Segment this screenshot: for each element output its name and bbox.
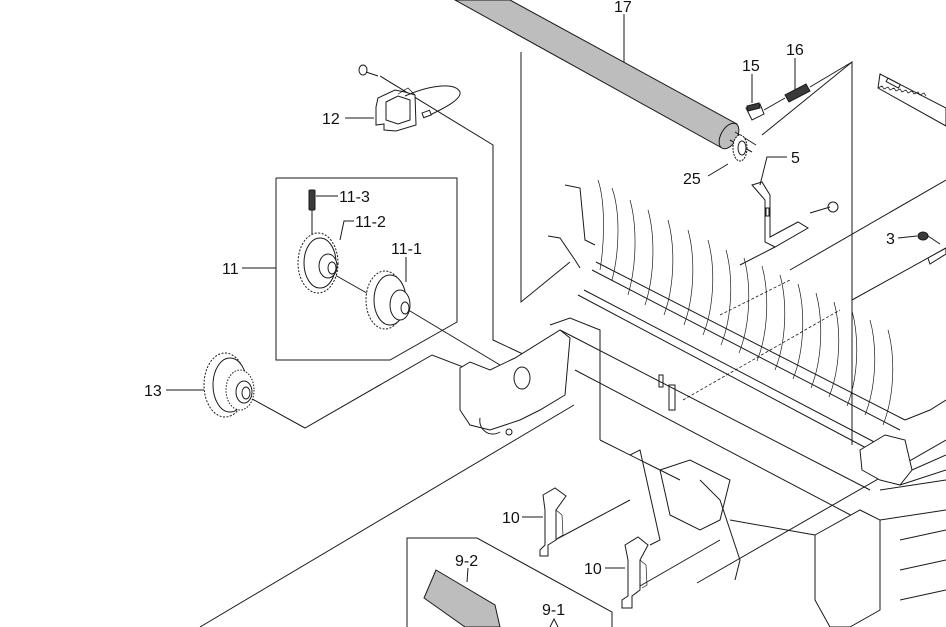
callout-label-5: 5 [791, 150, 800, 167]
clip-part-10-a [539, 487, 567, 557]
callout-label-12: 12 [322, 111, 340, 128]
frame-fins [597, 179, 894, 426]
callout-label-25: 25 [683, 171, 701, 188]
callout-leader-5 [759, 156, 787, 186]
callout-leader-11-2 [339, 220, 354, 241]
leader-right-diag-1 [789, 179, 946, 271]
callout-leader-9-1 [549, 617, 559, 627]
callout-label-3: 3 [886, 231, 895, 248]
leader-gear11-2-axis [334, 274, 373, 297]
group-frame-gear-11 [275, 177, 458, 361]
leader-gear11-1-axis [404, 307, 501, 366]
callout-label-9-1: 9-1 [542, 602, 565, 619]
gear-part-25 [732, 134, 748, 162]
callout-label-16: 16 [786, 42, 804, 59]
callout-leader-25 [707, 163, 729, 177]
leader-5-to-frame [739, 246, 776, 266]
callout-label-11-1: 11-1 [391, 241, 422, 258]
callout-label-11: 11 [222, 261, 239, 278]
callout-leader-9-2 [466, 567, 469, 583]
leader-solenoid-to-frame [379, 75, 526, 356]
leader-dashed-2 [682, 309, 841, 401]
callout-label-13: 13 [144, 383, 162, 400]
leader-10b-to-frame [639, 539, 721, 587]
group-frame-roller [520, 52, 571, 304]
leader-long-diagonal [199, 404, 575, 627]
gear-part-13 [203, 352, 255, 418]
guide-plate-part [877, 73, 946, 127]
group-frame-roller-right [761, 60, 853, 445]
spring-part-3 [917, 231, 946, 265]
spring-part-16 [784, 61, 853, 103]
callout-label-17: 17 [614, 0, 632, 16]
callout-label-11-3: 11-3 [339, 189, 370, 206]
roller-part-17 [453, 0, 757, 153]
group-frame-9 [406, 537, 613, 627]
callout-label-11-2: 11-2 [355, 214, 386, 231]
callout-label-10a: 10 [502, 510, 520, 527]
main-frame [459, 184, 946, 627]
callout-label-9-2: 9-2 [455, 553, 478, 570]
gear-part-11-1 [365, 270, 411, 330]
bracket-part-5 [751, 181, 839, 248]
callout-label-15: 15 [742, 58, 760, 75]
leader-10a-to-frame [554, 499, 631, 541]
solenoid-part-12 [358, 64, 461, 132]
pad-part-9-2 [423, 569, 501, 627]
bushing-part-15 [745, 97, 786, 121]
gear-part-11-2 [297, 232, 339, 294]
callout-label-10b: 10 [584, 561, 602, 578]
leader-dashed-1 [719, 279, 791, 316]
clip-part-10-b [621, 536, 649, 609]
callout-leader-3 [897, 235, 918, 239]
